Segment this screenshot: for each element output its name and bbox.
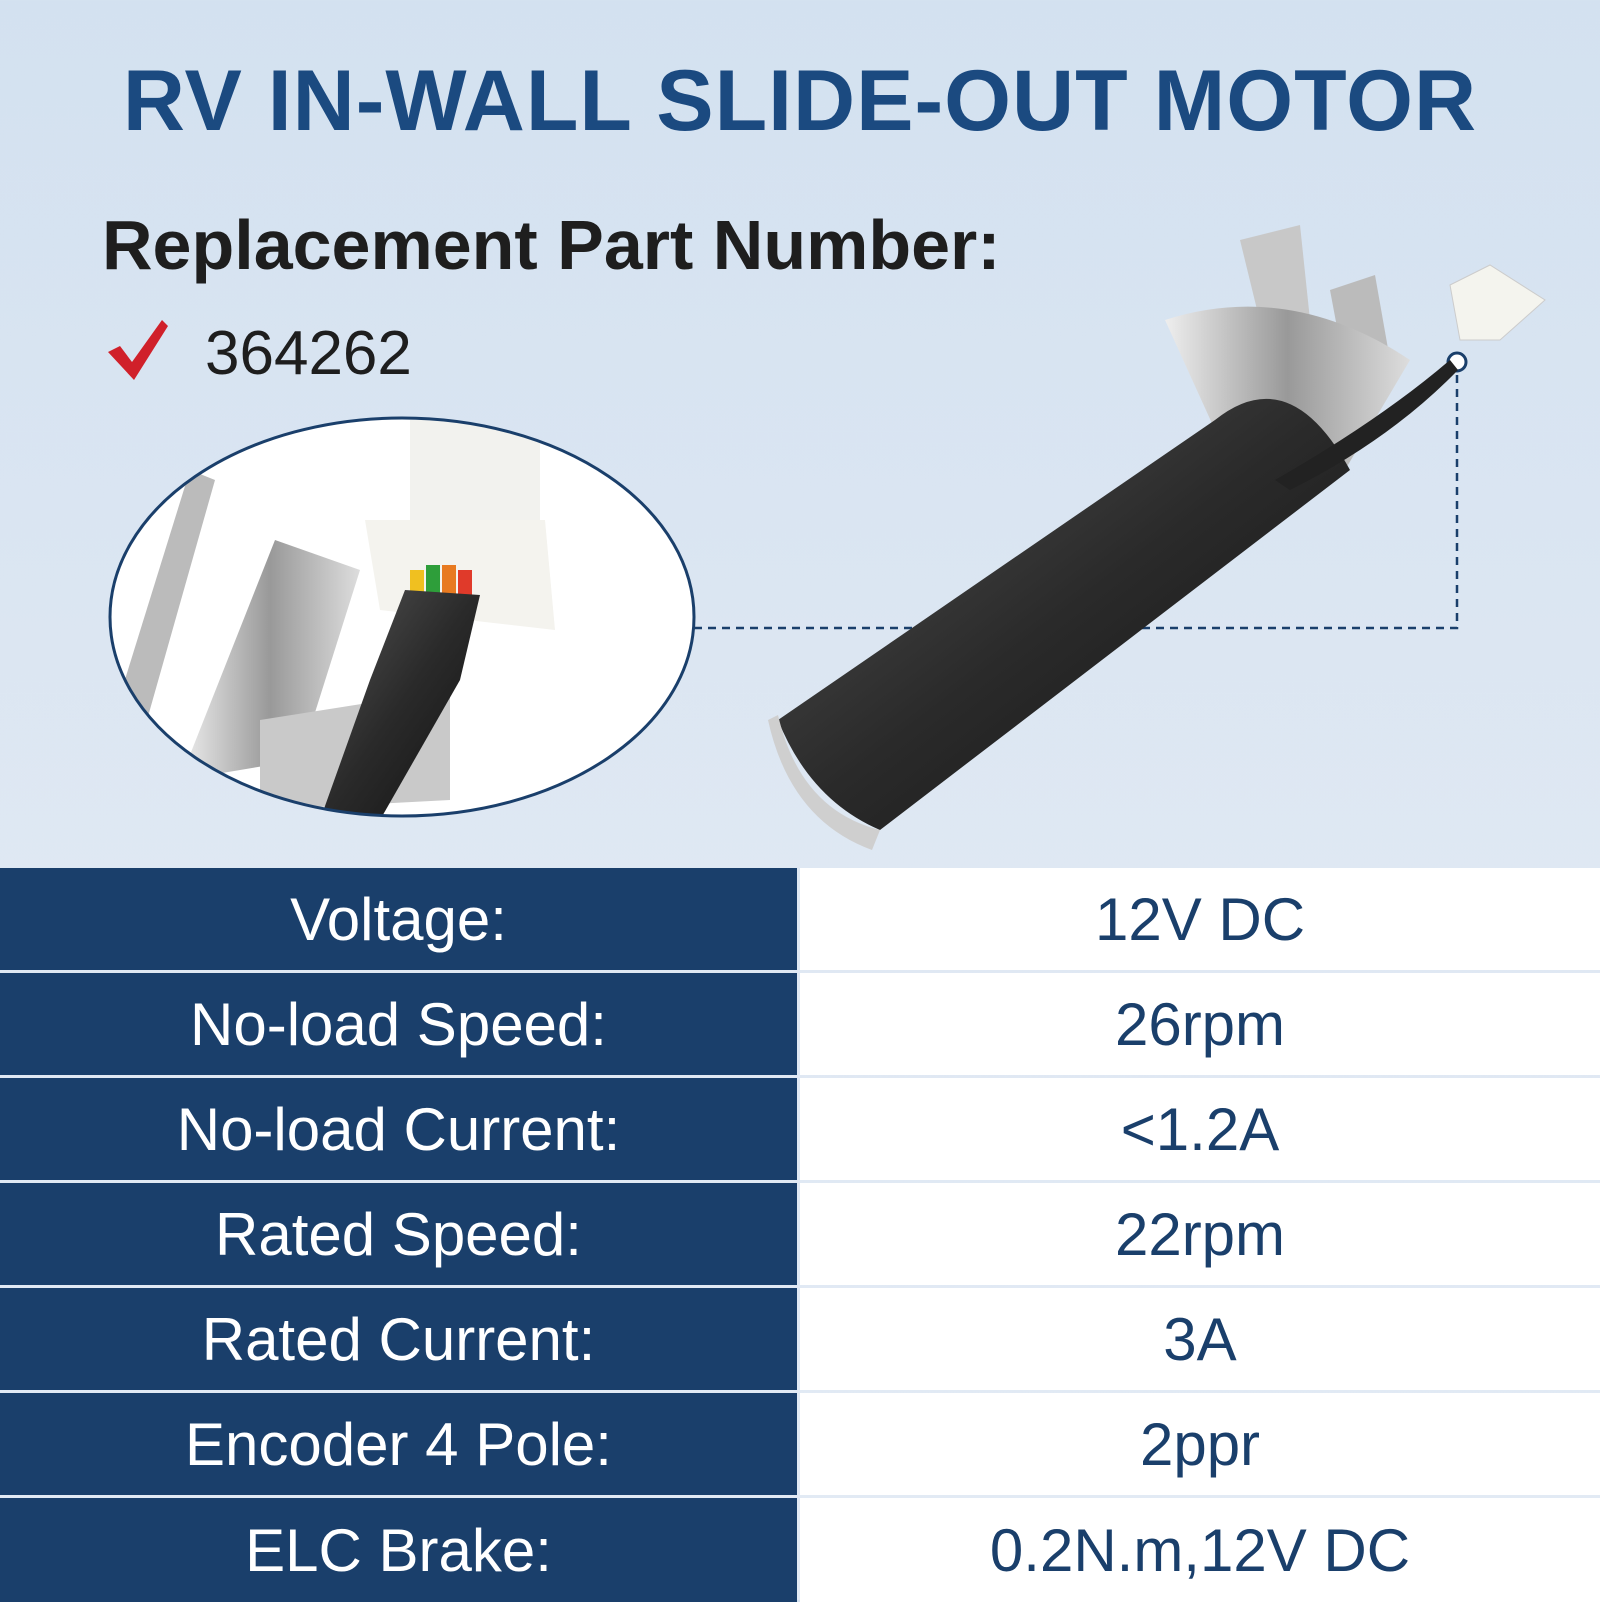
spec-value: <1.2A xyxy=(800,1078,1600,1180)
spec-label: No-load Current: xyxy=(0,1078,797,1180)
spec-label: Rated Speed: xyxy=(0,1183,797,1285)
spec-row: No-load Speed:26rpm xyxy=(0,973,1600,1075)
spec-value: 2ppr xyxy=(800,1393,1600,1495)
spec-row: Rated Current:3A xyxy=(0,1288,1600,1390)
part-number: 364262 xyxy=(205,319,412,388)
spec-label: No-load Speed: xyxy=(0,973,797,1075)
replacement-heading: Replacement Part Number: xyxy=(102,206,1001,284)
motor-body xyxy=(768,225,1546,850)
spec-row: ELC Brake:0.2N.m,12V DC xyxy=(0,1498,1600,1602)
spec-row: Voltage:12V DC xyxy=(0,868,1600,970)
spec-row: Rated Speed:22rpm xyxy=(0,1183,1600,1285)
checkmark-icon xyxy=(108,320,168,380)
spec-label: Rated Current: xyxy=(0,1288,797,1390)
spec-value: 26rpm xyxy=(800,973,1600,1075)
motor-product-image xyxy=(108,225,1546,850)
connector-detail-zoom xyxy=(110,418,694,816)
spec-label: Encoder 4 Pole: xyxy=(0,1393,797,1495)
spec-value: 12V DC xyxy=(800,868,1600,970)
spec-value: 22rpm xyxy=(800,1183,1600,1285)
spec-value: 0.2N.m,12V DC xyxy=(800,1498,1600,1602)
spec-label: Voltage: xyxy=(0,868,797,970)
spec-table: Voltage:12V DC No-load Speed:26rpm No-lo… xyxy=(0,868,1600,1602)
page-title: RV IN-WALL SLIDE-OUT MOTOR xyxy=(122,53,1478,149)
spec-row: No-load Current:<1.2A xyxy=(0,1078,1600,1180)
spec-value: 3A xyxy=(800,1288,1600,1390)
spec-row: Encoder 4 Pole:2ppr xyxy=(0,1393,1600,1495)
spec-label: ELC Brake: xyxy=(0,1498,797,1602)
